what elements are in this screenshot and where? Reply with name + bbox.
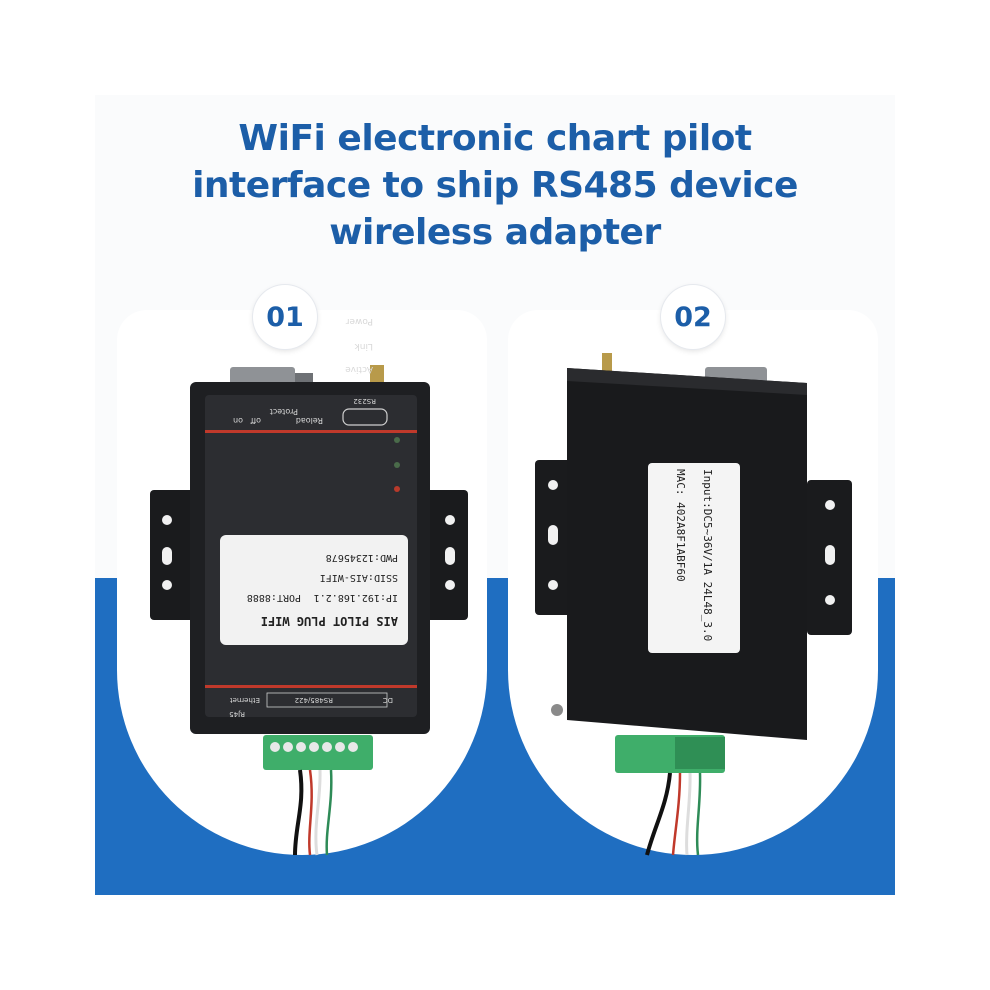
led-active-label: Active xyxy=(345,364,373,374)
led-active xyxy=(394,437,400,443)
screw xyxy=(551,704,563,716)
product-title: WiFi electronic chart pilot interface to… xyxy=(95,115,895,256)
mounting-ear-back-right xyxy=(807,480,852,635)
sticker-ssid: SSID:AIS-WIFI xyxy=(320,572,398,583)
product-image-frame: WiFi electronic chart pilot interface to… xyxy=(95,95,895,895)
sticker-title: AIS PILOT PLUG WIFI xyxy=(261,614,398,628)
device-sticker xyxy=(220,535,408,645)
rs485-label: RS485/422 xyxy=(295,696,333,704)
badge-01: 01 xyxy=(253,285,317,349)
ethernet-label: Ethernet xyxy=(230,696,260,704)
cable xyxy=(293,769,304,856)
badge-02: 02 xyxy=(661,285,725,349)
device-back-label xyxy=(648,463,740,653)
sticker-ip: IP:192.168.2.1 xyxy=(314,592,398,603)
sticker-port: PORT:8888 xyxy=(247,592,301,603)
led-power xyxy=(394,486,400,492)
back-label-line-1: Input:DC5~36V/1A 24L48_3.0 xyxy=(701,469,714,641)
led-power-label: Power xyxy=(345,316,373,326)
antenna-connector-back xyxy=(602,353,612,373)
terminal-block-front xyxy=(263,735,373,770)
mounting-ear-right xyxy=(423,490,468,620)
back-label-line-2: MAC: 402A8F1ABF60 xyxy=(674,469,687,582)
led-link-label: Link xyxy=(354,341,373,351)
mounting-ear-left xyxy=(150,490,195,620)
device-front-illustration: RS232 Protect off on Reload Active Link … xyxy=(150,316,852,856)
sticker-pwd: PWD:12345678 xyxy=(326,552,398,563)
rj45-label: RJ45 xyxy=(229,710,245,718)
title-line-1: WiFi electronic chart pilot xyxy=(238,118,752,159)
switch-on-label: on xyxy=(233,416,243,425)
switch-off-label: off xyxy=(250,416,261,425)
title-line-2: interface to ship RS485 device xyxy=(192,165,798,206)
reload-label: Reload xyxy=(296,416,323,425)
protect-label: Protect xyxy=(270,407,298,416)
title-line-3: wireless adapter xyxy=(329,212,661,253)
dc-label: DC xyxy=(383,696,393,704)
terminal-label-box xyxy=(266,692,388,708)
cable-back xyxy=(645,772,672,856)
rs232-label: RS232 xyxy=(353,397,376,405)
led-link xyxy=(394,462,400,468)
